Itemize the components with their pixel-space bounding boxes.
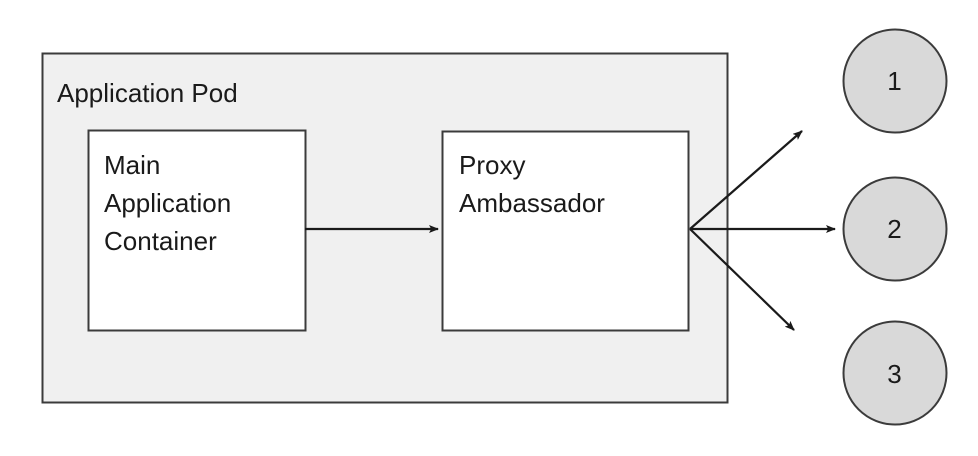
- service-2-label: 2: [887, 214, 902, 244]
- service-1-label: 1: [887, 66, 902, 96]
- service-3-label: 3: [887, 359, 902, 389]
- proxy-ambassador-container-label: Proxy Ambassador: [459, 150, 605, 218]
- service-2-circle[interactable]: [842, 176, 948, 282]
- service-1-circle[interactable]: [842, 28, 948, 134]
- main-application-container-label: Main Application Container: [104, 150, 232, 256]
- application-pod-title: Application Pod: [57, 78, 238, 108]
- service-3-circle[interactable]: [842, 320, 948, 426]
- proxy-ambassador-container-box: [441, 130, 690, 332]
- main-application-container-box: [87, 129, 307, 332]
- proxy-to-service-1-arrow: [689, 130, 803, 230]
- proxy-to-service-3-arrow: [689, 228, 795, 331]
